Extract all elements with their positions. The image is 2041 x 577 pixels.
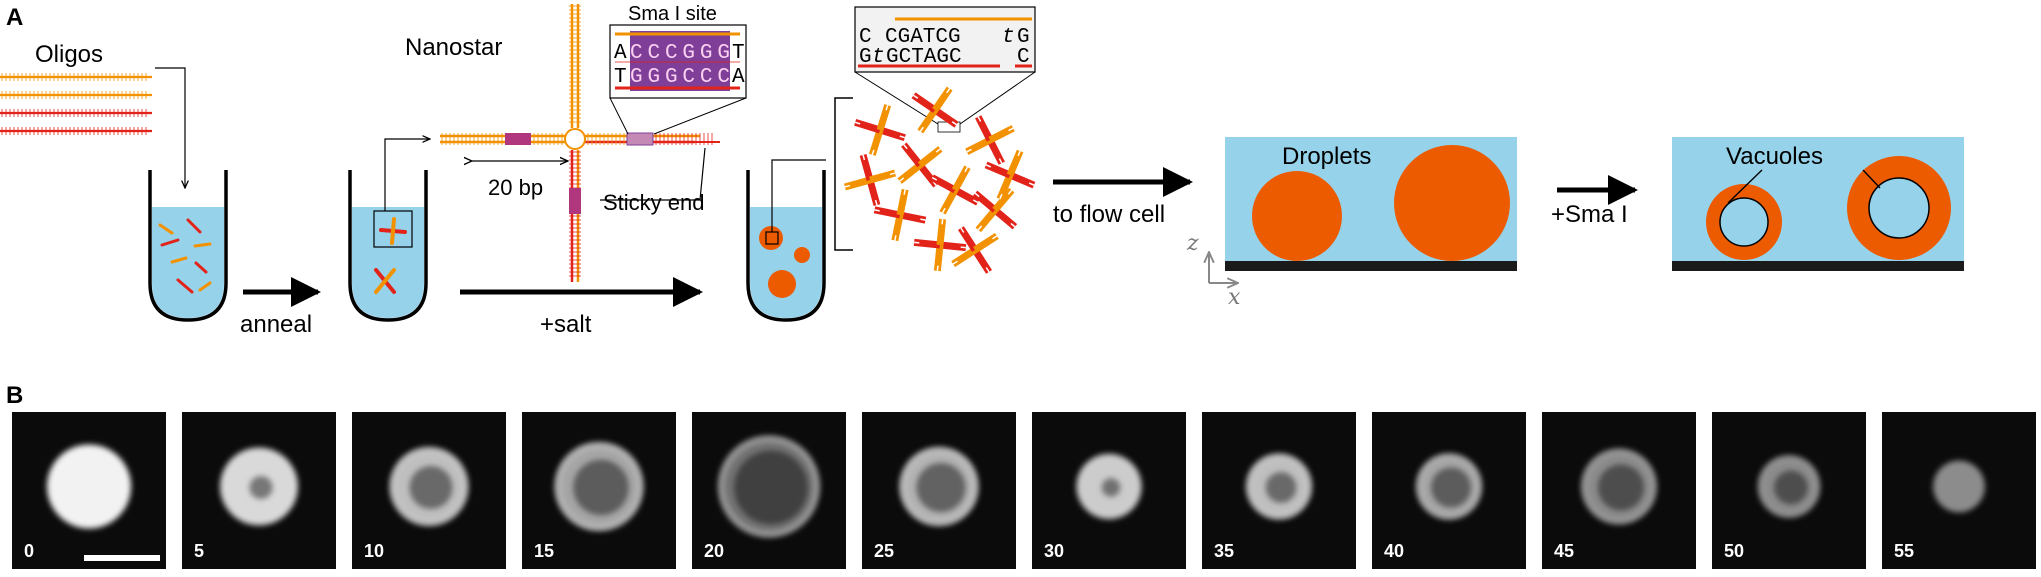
sticky-zoom-line-left — [855, 72, 938, 124]
droplets-label: Droplets — [1282, 143, 1371, 170]
zoom-arrow — [385, 139, 430, 211]
sticky-bottom-core: GCTAGC — [886, 46, 962, 69]
frame-time-label: 25 — [874, 541, 894, 561]
frame-time-label: 30 — [1044, 541, 1064, 561]
timelapse-frame: 25 — [862, 412, 1016, 569]
timelapse-frame: 10 — [352, 412, 506, 569]
frame-time-label: 50 — [1724, 541, 1744, 561]
sticky-end-label: Sticky end — [603, 190, 705, 215]
sticky-bottom-t: t — [872, 46, 885, 69]
frame-time-label: 15 — [534, 541, 554, 561]
panel-a-label: A — [6, 4, 23, 31]
oligos-label: Oligos — [35, 41, 103, 68]
tube-oligos — [150, 170, 226, 320]
timelapse-frame: 0 — [12, 412, 166, 569]
network-bracket — [835, 98, 853, 250]
timelapse-frame: 50 — [1712, 412, 1866, 569]
anneal-label: anneal — [240, 311, 312, 338]
timelapse-frame: 35 — [1202, 412, 1356, 569]
timelapse-frames: 0 5 10 15 20 25 30 35 40 45 50 55 — [12, 412, 2036, 569]
frame-time-label: 45 — [1554, 541, 1574, 561]
axis-z-label: z — [1186, 231, 1199, 256]
axis-x-label: x — [1228, 285, 1241, 310]
sticky-bottom-c: C — [1017, 46, 1030, 69]
bp-label: 20 bp — [488, 175, 543, 200]
smai-add-label: +Sma I — [1551, 201, 1628, 228]
salt-label: +salt — [540, 311, 592, 338]
frame-time-label: 20 — [704, 541, 724, 561]
timelapse-frame: 40 — [1372, 412, 1526, 569]
seq-top-right: T — [732, 42, 745, 65]
timelapse-frame: 55 — [1882, 412, 2036, 569]
smai-site-box: A CCCGGG T T GGGCCC A — [610, 25, 746, 98]
frame-time-label: 5 — [194, 541, 204, 561]
smai-zoom-line-left — [610, 98, 628, 134]
nanostar-network — [845, 89, 1034, 272]
flow-cell-label: to flow cell — [1053, 201, 1165, 228]
timelapse-frame: 5 — [182, 412, 336, 569]
smai-site-label: Sma I site — [628, 3, 717, 25]
vacuoles-label: Vacuoles — [1726, 143, 1823, 170]
timelapse-frame: 20 — [692, 412, 846, 569]
frame-time-label: 0 — [24, 541, 34, 561]
nanostar-label: Nanostar — [405, 34, 502, 61]
timelapse-frame: 30 — [1032, 412, 1186, 569]
sticky-sequence-box: C CGATCG t G G t GCTAGC C — [855, 7, 1035, 72]
tube-droplets — [748, 170, 824, 320]
tube-nanostars — [350, 170, 426, 320]
frame-time-label: 35 — [1214, 541, 1234, 561]
seq-top-left: A — [614, 42, 627, 65]
seq-bottom-left: T — [614, 66, 627, 89]
frame-time-label: 55 — [1894, 541, 1914, 561]
sticky-bottom-g: G — [859, 46, 872, 69]
sticky-top-t: t — [1002, 26, 1015, 49]
sticky-zoom-line-right — [960, 72, 1035, 124]
timelapse-frame: 45 — [1542, 412, 1696, 569]
timelapse-frame: 15 — [522, 412, 676, 569]
oligo-pour-arrow — [155, 68, 185, 188]
oligo-strands — [0, 73, 152, 135]
scale-bar — [84, 555, 160, 561]
frame-time-label: 40 — [1384, 541, 1404, 561]
smai-zoom-line-right — [654, 98, 746, 134]
panel-b-label: B — [6, 382, 23, 409]
frame-time-label: 10 — [364, 541, 384, 561]
seq-bottom-right: A — [732, 66, 745, 89]
